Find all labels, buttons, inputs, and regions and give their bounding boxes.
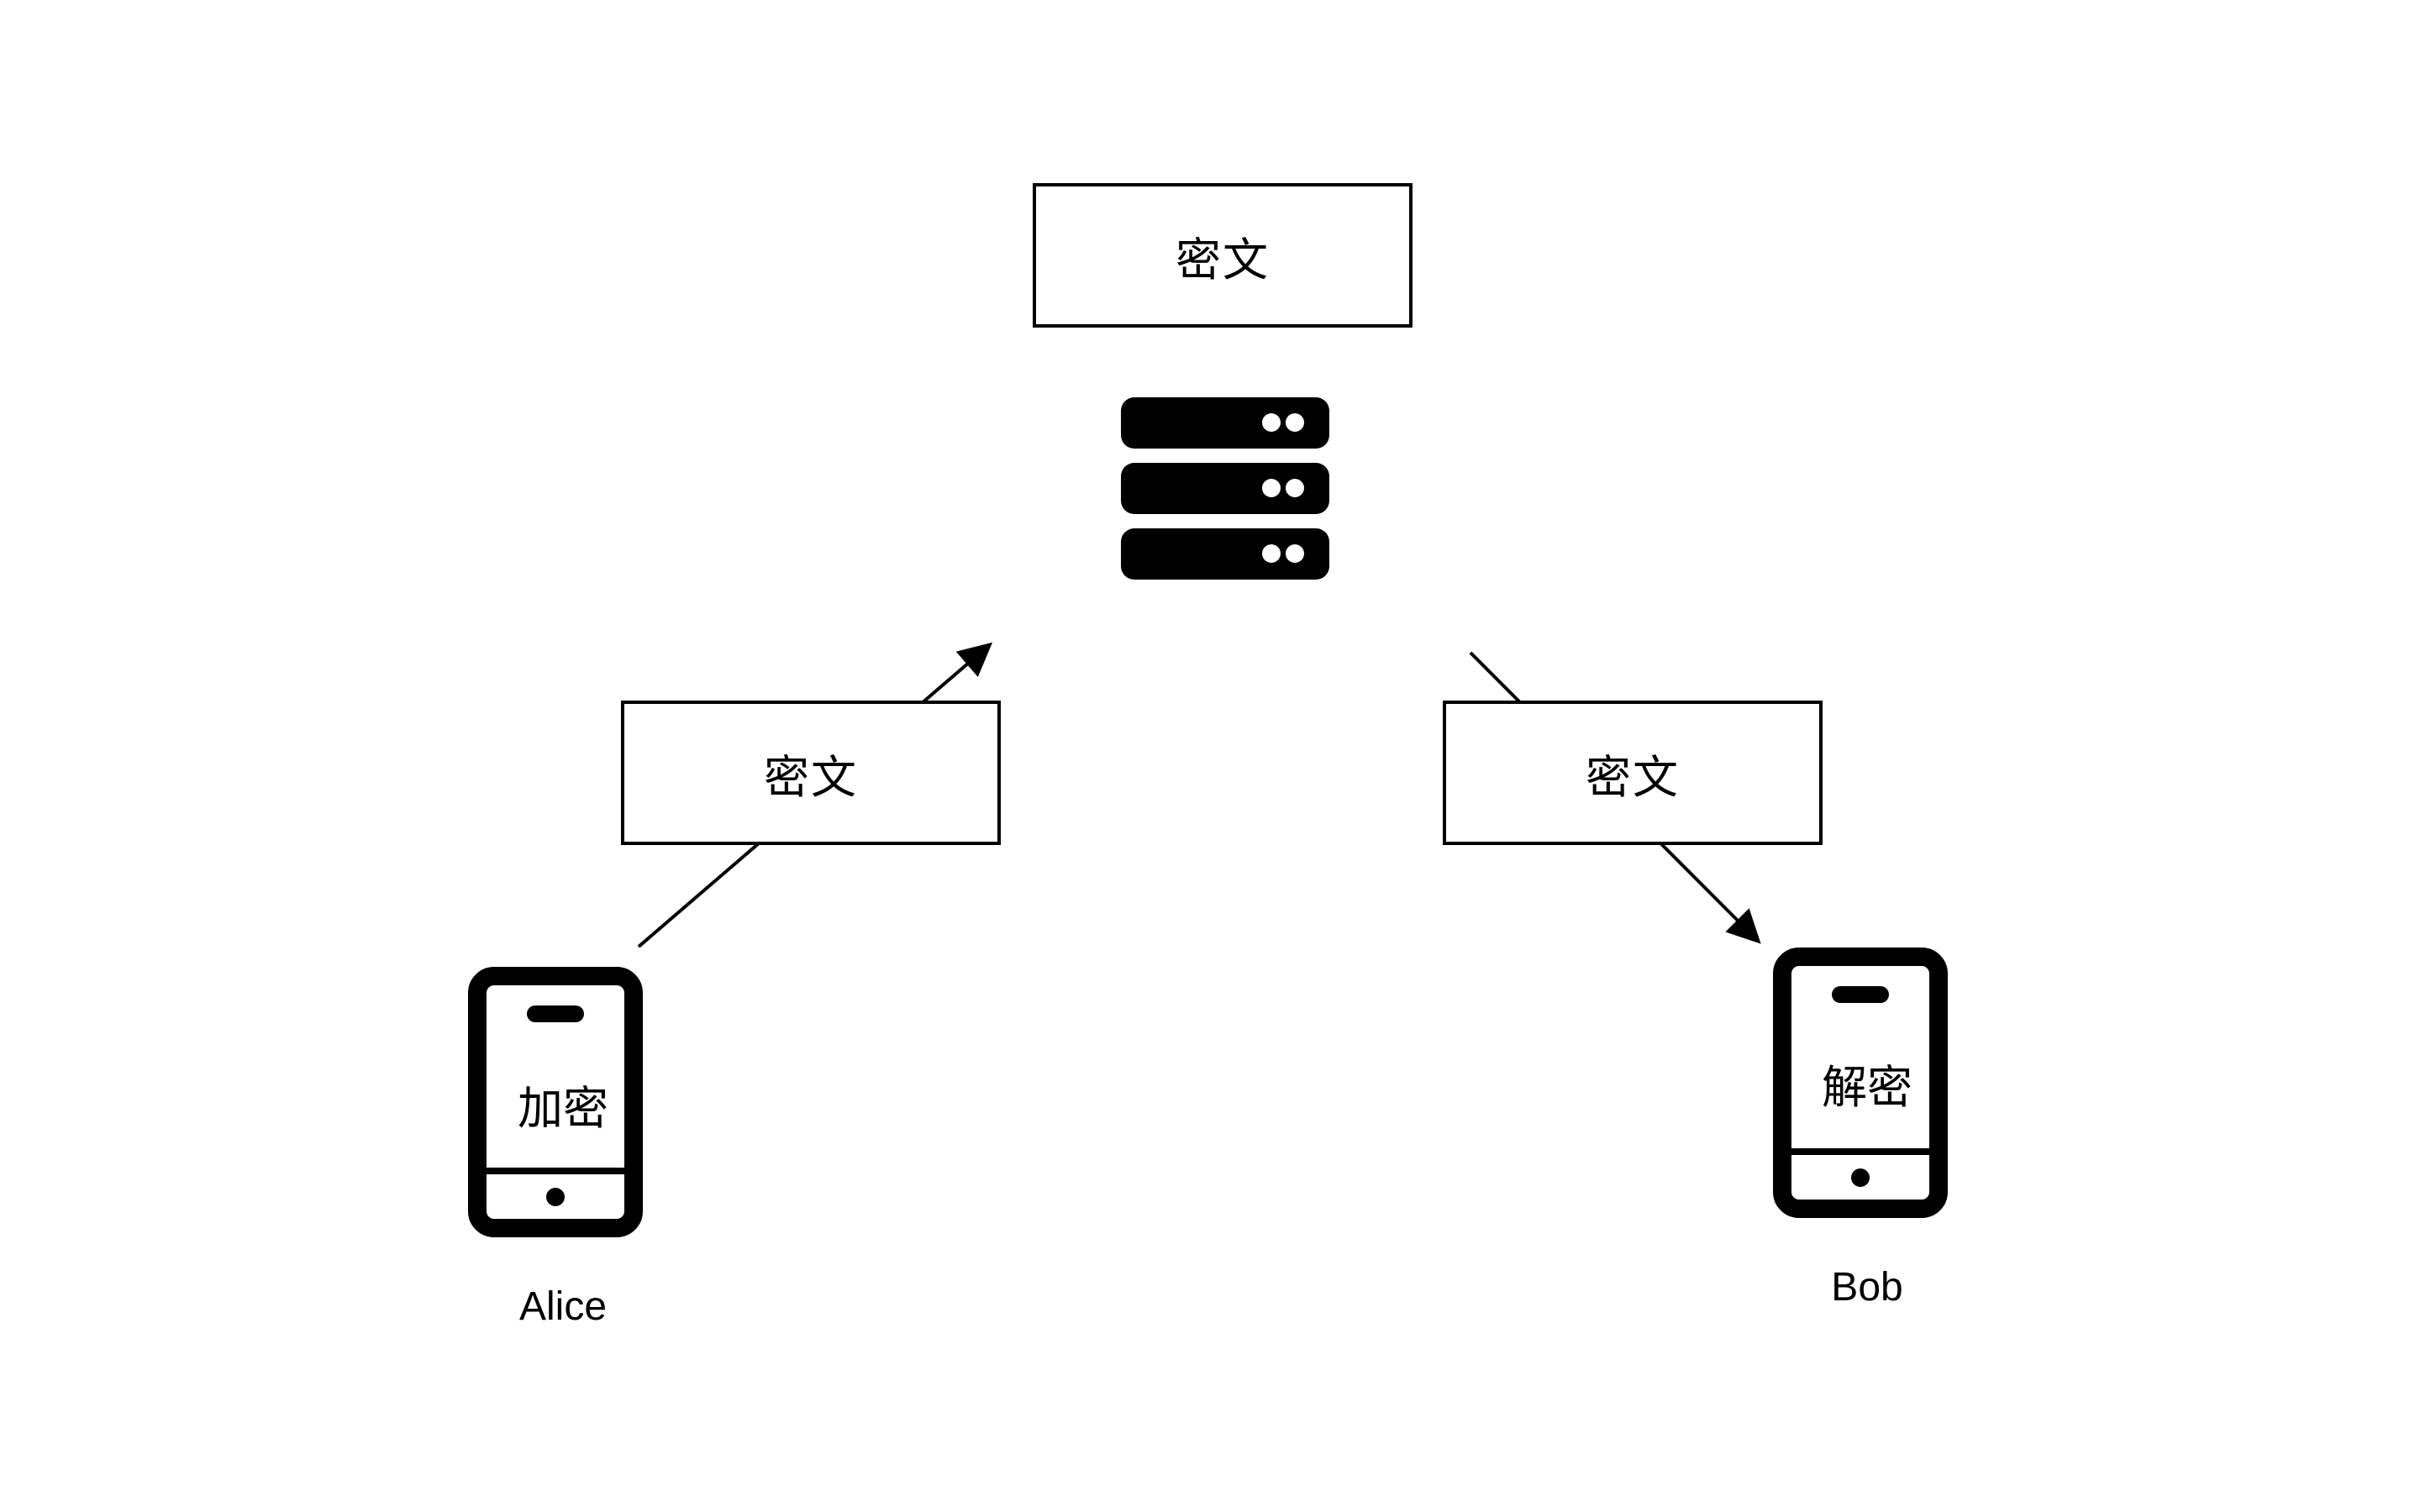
uplink-ciphertext-label: 密文 (764, 750, 858, 804)
server-ciphertext-label: 密文 (1176, 233, 1270, 286)
server-icon (1121, 397, 1329, 580)
uplink-ciphertext-box: 密文 (621, 701, 1001, 845)
alice-phone-action: 加密 (518, 1082, 608, 1135)
alice-phone-icon (468, 967, 643, 1237)
bob-phone-action: 解密 (1822, 1061, 1912, 1114)
bob-name: Bob (1831, 1265, 1903, 1310)
server-ciphertext-box: 密文 (1033, 183, 1413, 328)
bob-phone-icon (1773, 948, 1948, 1218)
alice-name: Alice (518, 1284, 608, 1329)
downlink-ciphertext-label: 密文 (1586, 750, 1680, 804)
downlink-ciphertext-box: 密文 (1443, 701, 1823, 845)
